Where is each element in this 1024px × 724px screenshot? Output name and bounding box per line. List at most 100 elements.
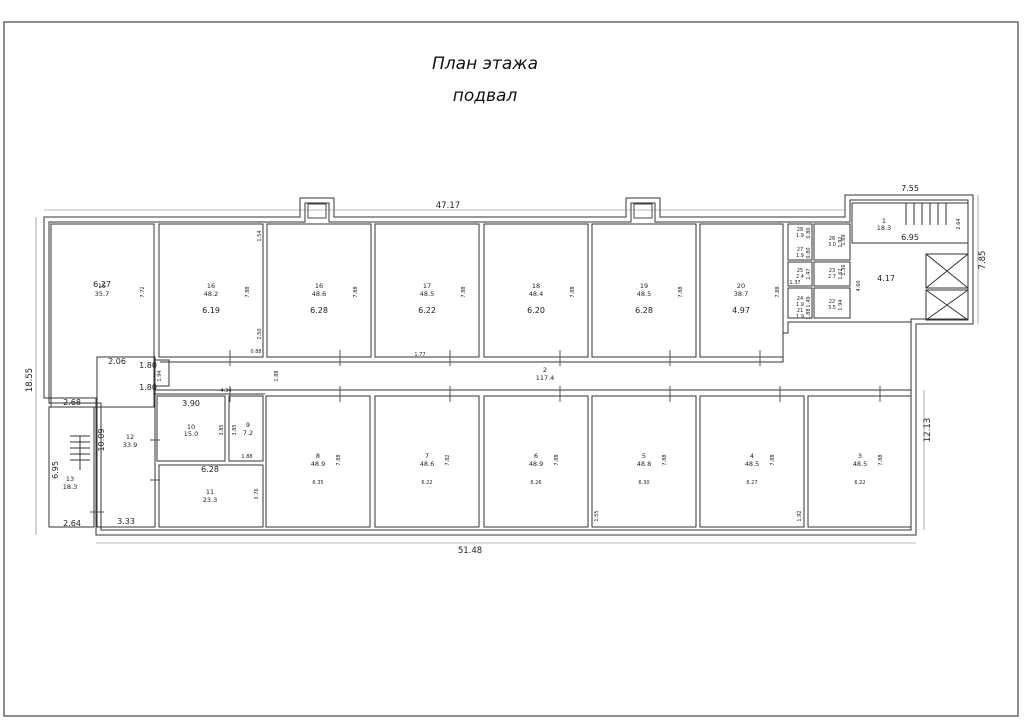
- room-width-dim: 6.35: [312, 480, 323, 486]
- dim-right-height: 12.13: [923, 418, 933, 442]
- small-room-area: 3.0: [828, 242, 836, 248]
- room-number: 18: [532, 282, 540, 290]
- corridor-dim: 0.88: [250, 349, 261, 355]
- room-width-dim: 6.27: [746, 480, 757, 486]
- room-height-dim: 7.88: [878, 454, 884, 465]
- room-height-dim: 7.88: [662, 454, 668, 465]
- room-11-width: 6.28: [201, 465, 219, 474]
- room-12-number: 12: [126, 433, 134, 441]
- door-marks: [90, 350, 881, 513]
- room-13-height: 6.95: [51, 461, 60, 479]
- room-10-area: 15.0: [184, 430, 198, 438]
- corridor-dim: 1.94: [157, 370, 163, 381]
- small-room-number: 25: [797, 268, 803, 274]
- plan-subtitle: подвал: [452, 86, 518, 106]
- room-height-dim: 7.88: [245, 286, 251, 297]
- room-9-width: 1.88: [241, 454, 252, 460]
- room-width-dim: 6.27: [93, 280, 111, 289]
- small-room-number: 24: [797, 296, 803, 302]
- small-room-area: 1.9: [796, 302, 804, 308]
- room-height-dim: 7.88: [353, 286, 359, 297]
- small-room-dim: 1.62: [838, 268, 844, 279]
- plan-title: План этажа: [432, 54, 538, 74]
- room-12-area: 33.9: [123, 441, 137, 449]
- room-number: 4: [750, 452, 754, 460]
- corridor-walls: [155, 321, 911, 395]
- room-1-area: 18.3: [877, 224, 891, 232]
- dim-left-height: 18.55: [25, 368, 35, 392]
- left-small-dim: 4.34: [220, 388, 231, 394]
- extra-dim: 1.69: [841, 234, 847, 245]
- corridor-number: 2: [543, 366, 547, 374]
- room-area: 48.5: [637, 290, 651, 298]
- room-1-width: 6.95: [901, 233, 919, 242]
- room-number: 16: [207, 282, 215, 290]
- small-room-area: 2.7: [828, 274, 836, 280]
- misc-dim: 1.55: [594, 510, 600, 521]
- small-room-area: 1.9: [796, 233, 804, 239]
- room-height-dim: 7.88: [775, 286, 781, 297]
- small-room-number: 26: [829, 236, 835, 242]
- corridor-area: 117.4: [536, 374, 555, 382]
- room-number: 19: [640, 282, 648, 290]
- small-room-area: 2.4: [796, 274, 804, 280]
- room-width-dim: 6.22: [421, 480, 432, 486]
- room-width-dim: 6.22: [418, 306, 436, 315]
- room-12-height: 10.09: [97, 429, 106, 452]
- room-width-dim: 6.20: [527, 306, 545, 315]
- left-bottom-width: 3.33: [117, 517, 135, 526]
- room-number: 16: [315, 282, 323, 290]
- room-area: 48.9: [311, 460, 325, 468]
- room-height-dim: 7.82: [445, 454, 451, 465]
- small-room-dim: 1.88: [806, 308, 812, 319]
- room-height-dim: 7.88: [570, 286, 576, 297]
- room-9-number: 9: [246, 421, 250, 429]
- room-width-dim: 6.26: [530, 480, 541, 486]
- room-height-dim: 7.72: [140, 286, 146, 297]
- small-room-number: 27: [797, 247, 803, 253]
- sheet-frame: [3, 21, 1019, 717]
- corridor-dim: 1.80: [139, 383, 157, 392]
- room-number: 15: [98, 282, 106, 290]
- extra-dim: 1.37: [789, 280, 800, 286]
- room-height-dim: 7.88: [336, 454, 342, 465]
- small-room-dim: 0.80: [806, 227, 812, 238]
- room-area: 48.9: [529, 460, 543, 468]
- extra-dim: 1.36: [841, 264, 847, 275]
- small-room-number: 22: [829, 299, 835, 305]
- small-room-dim: 1.92: [838, 236, 844, 247]
- room-number: 6: [534, 452, 538, 460]
- room-11-height: 3.76: [254, 488, 260, 499]
- room-area: 35.7: [95, 290, 109, 298]
- left-block: [48, 356, 264, 528]
- room-number: 3: [858, 452, 862, 460]
- room-13-bottom: 2.64: [63, 519, 81, 528]
- bottom-rooms: [265, 395, 912, 528]
- room-10-height: 3.85: [219, 424, 225, 435]
- room-area: 48.2: [204, 290, 218, 298]
- room-height-dim: 7.88: [554, 454, 560, 465]
- room-width-dim: 6.19: [202, 306, 220, 315]
- corridor-dim: 1.54: [257, 230, 263, 241]
- room-number: 17: [423, 282, 431, 290]
- room-height-dim: 7.88: [770, 454, 776, 465]
- room-area: 48.8: [637, 460, 651, 468]
- plan-labels: 47.1751.4818.5512.137.851535.76.277.7216…: [25, 184, 988, 556]
- room-number: 7: [425, 452, 429, 460]
- room-13-area: 18.3: [63, 483, 77, 491]
- small-room-area: 1.9: [796, 253, 804, 259]
- small-room-dim: 1.94: [838, 299, 844, 310]
- small-room-number: 23: [829, 268, 835, 274]
- room-number: 5: [642, 452, 646, 460]
- small-room-dim: 1.47: [806, 268, 812, 279]
- room-area: 48.6: [312, 290, 326, 298]
- room-area: 48.6: [420, 460, 434, 468]
- room-area: 38.7: [734, 290, 748, 298]
- lobby-area: 4.17: [877, 274, 895, 283]
- corridor-dim: 1.80: [139, 361, 157, 370]
- room-1-side: 2.64: [956, 218, 962, 229]
- room-width-dim: 6.28: [635, 306, 653, 315]
- lobby-dim: 4.60: [856, 280, 862, 291]
